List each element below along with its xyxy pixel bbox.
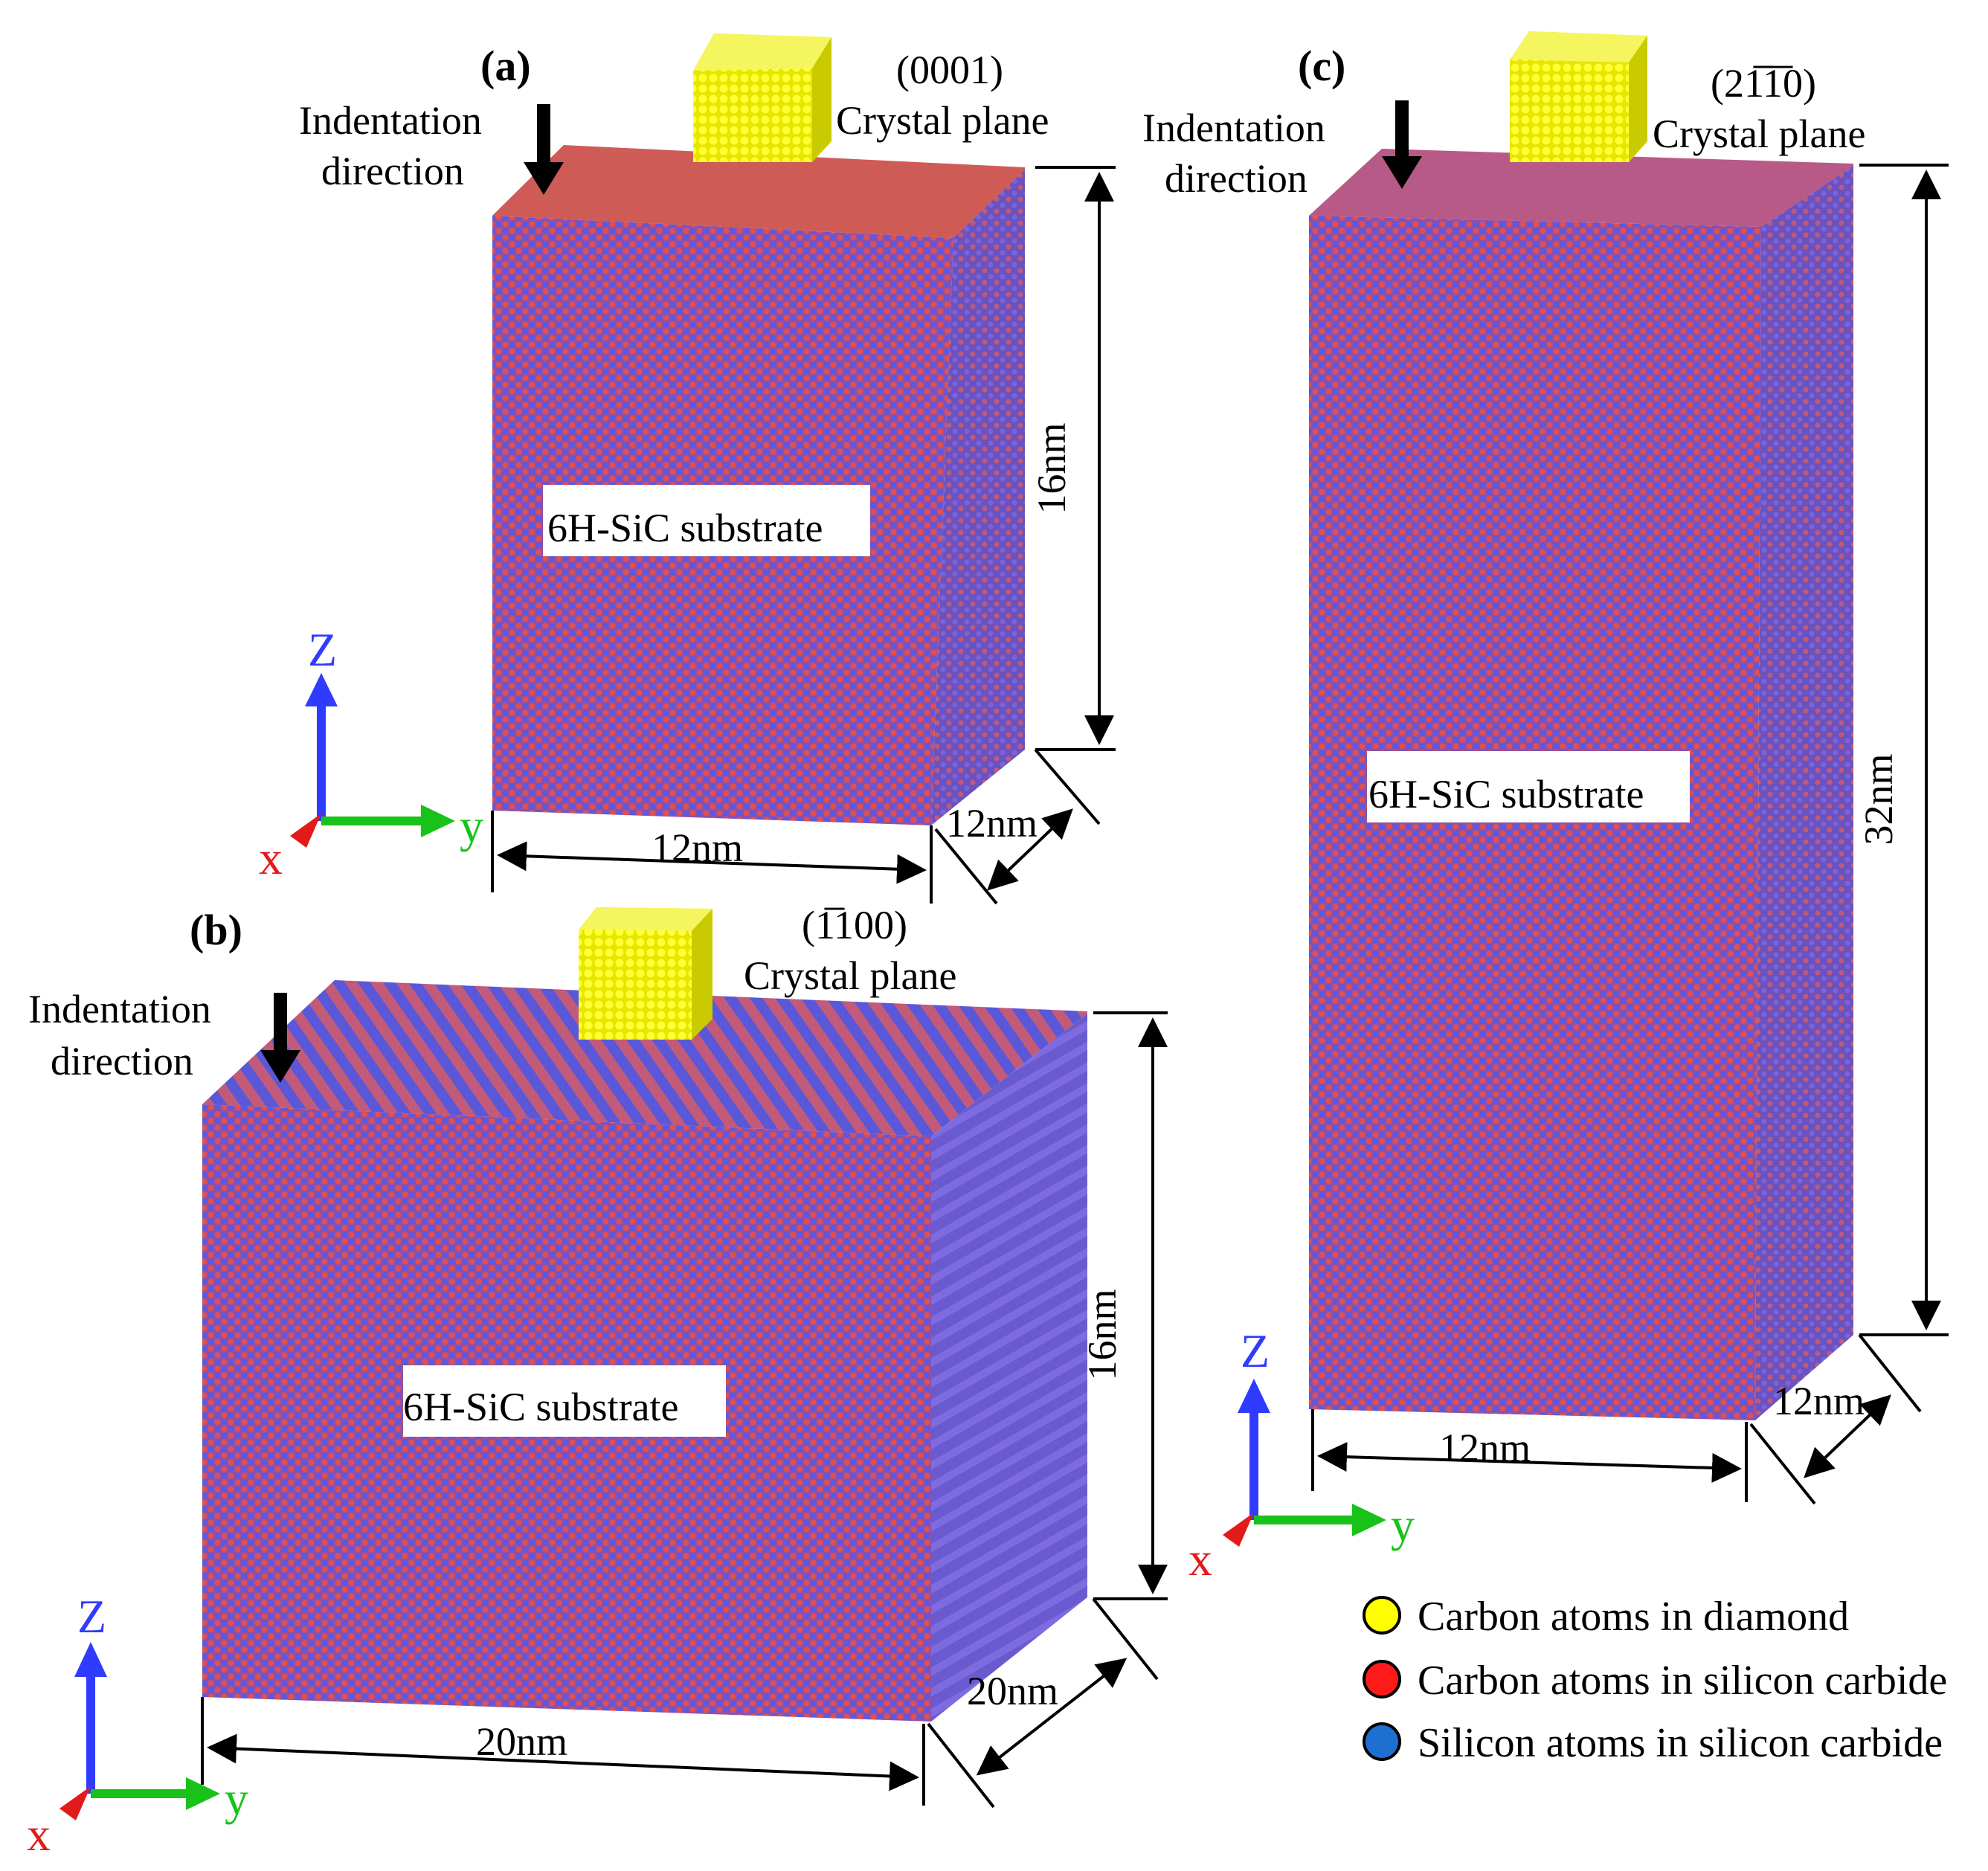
panel-c-plane-miller: (21̅̅1̅0) [1711, 61, 1816, 106]
panel-a-indentation-line1: Indentation [299, 98, 482, 143]
panel-a-axis-z: Z [308, 623, 337, 676]
panel-b-depth-tick-left [927, 1722, 995, 1809]
panel-b-axis-x: x [27, 1808, 51, 1861]
panel-b-indentation-line2: direction [51, 1039, 193, 1083]
panel-a-width-label: 12nm [652, 825, 743, 870]
panel-c-axis-y: y [1391, 1498, 1415, 1551]
panel-b-width-label: 20nm [476, 1719, 567, 1764]
panel-b-depth-arrow [976, 1658, 1128, 1776]
panel-b-label: (b) [190, 906, 242, 954]
panel-c: (c) Indentation direction (21̅̅1̅0) Crys… [1142, 31, 1949, 1585]
panel-b-depth-label: 20nm [967, 1669, 1058, 1713]
panel-a-plane-text: Crystal plane [836, 98, 1049, 143]
panel-a-substrate-side [931, 170, 1025, 825]
panel-b-width-arrow [207, 1733, 919, 1791]
panel-a-substrate-top [492, 145, 1025, 238]
legend-item-diamond-carbon: Carbon atoms in diamond [1363, 1594, 1849, 1640]
panel-a-substrate-label: 6H-SiC substrate [547, 506, 823, 550]
panel-b-indentation-line1: Indentation [28, 987, 211, 1031]
panel-b-axis-z: Z [77, 1590, 106, 1643]
legend-label-sic-silicon: Silicon atoms in silicon carbide [1418, 1720, 1943, 1766]
panel-a-axis-x: x [259, 831, 283, 884]
panel-b-height-label: 16nm [1080, 1289, 1125, 1380]
panel-b-axes: Z y x [27, 1590, 248, 1861]
panel-c-plane-text: Crystal plane [1653, 112, 1865, 156]
panel-c-axis-x: x [1188, 1533, 1212, 1585]
panel-b: (b) Indentation direction (1̅100) Crysta… [27, 903, 1168, 1861]
panel-c-axis-z: Z [1241, 1324, 1270, 1377]
panel-a-plane-miller: (0001) [896, 48, 1003, 92]
panel-a-depth-label: 12nm [946, 801, 1038, 846]
panel-a-depth-tick-right [1034, 748, 1101, 825]
panel-c-substrate-top [1309, 149, 1853, 227]
panel-c-indentation-line1: Indentation [1142, 106, 1325, 150]
panel-c-substrate-side [1755, 166, 1853, 1420]
panel-b-plane-text: Crystal plane [744, 953, 956, 998]
panel-b-substrate-top [202, 980, 1087, 1136]
panel-c-width-arrow [1317, 1442, 1742, 1483]
panel-c-indentation-arrow [1382, 100, 1422, 189]
panel-b-diamond-indenter [579, 907, 712, 1040]
legend-label-sic-carbon: Carbon atoms in silicon carbide [1418, 1658, 1947, 1704]
legend-item-sic-silicon: Silicon atoms in silicon carbide [1363, 1720, 1943, 1766]
panel-a-indentation-line2: direction [321, 149, 464, 193]
legend: Carbon atoms in diamond Carbon atoms in … [1363, 1594, 1947, 1766]
panel-c-axes: Z y x [1188, 1324, 1415, 1585]
panel-c-substrate-label: 6H-SiC substrate [1368, 772, 1644, 817]
legend-item-sic-carbon: Carbon atoms in silicon carbide [1363, 1658, 1947, 1704]
panel-c-depth-tick-right [1858, 1333, 1922, 1413]
panel-c-height-label: 32nm [1856, 753, 1901, 845]
panel-c-depth-arrow [1804, 1394, 1891, 1478]
panel-b-plane-miller: (1̅100) [802, 903, 907, 947]
panel-a-depth-arrow [987, 808, 1073, 891]
panel-c-depth-tick-left [1749, 1423, 1816, 1505]
panel-a-substrate-label-bg [543, 485, 870, 556]
panel-c-depth-label: 12nm [1773, 1379, 1865, 1423]
panel-a-width-arrow [497, 841, 927, 884]
panel-a-diamond-indenter [693, 33, 831, 162]
panel-c-substrate-label-bg [1367, 751, 1690, 822]
panel-b-indentation-arrow [260, 993, 300, 1083]
panel-a: (a) Indentation direction (0001) Crystal… [259, 33, 1116, 905]
panel-a-height-label: 16nm [1029, 422, 1074, 514]
panel-b-substrate-label: 6H-SiC substrate [403, 1385, 679, 1429]
panel-c-width-label: 12nm [1439, 1426, 1531, 1470]
panel-b-substrate-side [931, 1014, 1087, 1722]
panel-a-axes: Z y x [259, 623, 483, 884]
panel-a-axis-y: y [460, 799, 483, 852]
panel-a-label: (a) [480, 42, 531, 90]
legend-label-diamond-carbon: Carbon atoms in diamond [1418, 1594, 1849, 1640]
panel-b-substrate-label-bg [403, 1365, 726, 1437]
panel-a-depth-tick-left [934, 828, 998, 905]
panel-a-indentation-arrow [524, 104, 564, 195]
panel-b-depth-tick-right [1092, 1597, 1159, 1681]
panel-b-axis-y: y [225, 1772, 248, 1825]
panel-c-diamond-indenter [1510, 31, 1647, 162]
panel-c-indentation-line2: direction [1165, 156, 1307, 201]
panel-c-label: (c) [1298, 42, 1345, 90]
